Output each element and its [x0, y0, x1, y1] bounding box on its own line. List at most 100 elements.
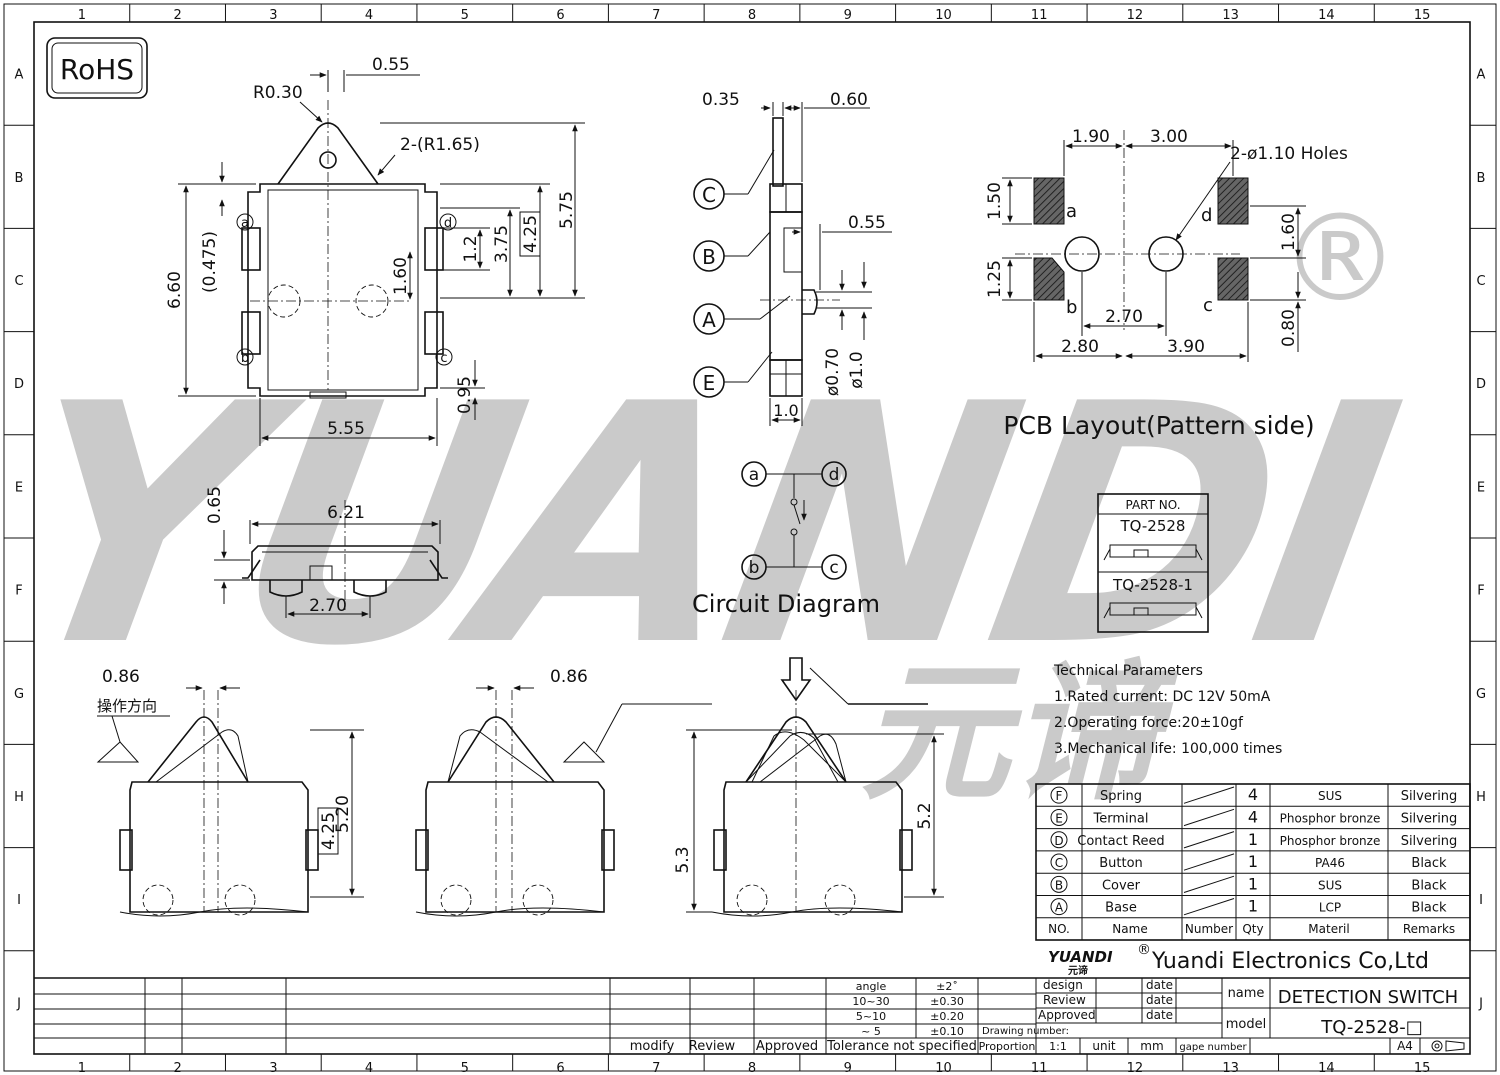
grid-row-D-left: D: [14, 377, 24, 392]
grid-row-G-left: G: [14, 687, 24, 702]
grid-col-8-bottom: 8: [748, 1061, 756, 1075]
front-dim-270: 2.70: [309, 596, 347, 616]
callout-E: E: [703, 371, 716, 395]
grid-col-14-top: 14: [1318, 8, 1335, 23]
rohs-label: RoHS: [60, 53, 134, 86]
pcb-dim-280: 2.80: [1061, 337, 1099, 357]
bom-no-circle: [1050, 853, 1068, 871]
side-dim-070: ø0.70: [823, 348, 843, 396]
part-number-table: PART NO. TQ-2528 TQ-2528-1: [1097, 493, 1209, 633]
tb-date-1: date: [1146, 978, 1173, 992]
grid-col-11-bottom: 11: [1031, 1061, 1048, 1075]
part-no-header: PART NO.: [1125, 498, 1180, 512]
tolerance-value: ±0.10: [930, 1025, 964, 1038]
bom-material: LCP: [1319, 901, 1341, 915]
tolerance-range: 5~10: [856, 1010, 886, 1023]
tolerance-range: 10~30: [852, 995, 889, 1008]
callout-B: B: [702, 245, 716, 269]
grid-row-I-right: I: [1479, 893, 1483, 908]
bom-qty: 1: [1248, 874, 1258, 893]
pcb-dim-390: 3.90: [1167, 337, 1205, 357]
top-pin-b: b: [241, 351, 249, 366]
op-left-dim-425: 4.25: [319, 812, 339, 850]
rev-review: Review: [689, 1039, 736, 1054]
tb-name-label: name: [1228, 986, 1265, 1001]
grid-row-B-left: B: [15, 171, 24, 186]
pcb-dim-holes: 2-ø1.10 Holes: [1230, 144, 1348, 164]
side-dim-055: 0.55: [848, 213, 886, 233]
bom-header-qty: Qty: [1242, 922, 1263, 936]
tb-approved: Approved: [1038, 1008, 1096, 1022]
grid-col-5-top: 5: [461, 8, 469, 23]
grid-row-F-left: F: [15, 584, 22, 599]
pcb-label-c: c: [1203, 295, 1213, 316]
pcb-dim-160: 1.60: [1279, 213, 1299, 251]
tolerance-range: angle: [856, 980, 887, 993]
grid-row-I-left: I: [17, 893, 21, 908]
op-direction-label: 操作方向: [97, 697, 157, 715]
top-dim-095: 0.95: [455, 376, 475, 414]
front-dim-621: 6.21: [327, 503, 365, 523]
circuit-node-c: c: [829, 558, 838, 578]
operation-view-middle: 0.86: [415, 667, 712, 917]
grid-col-12-bottom: 12: [1127, 1061, 1144, 1075]
circuit-caption: Circuit Diagram: [692, 590, 880, 618]
bom-no: F: [1056, 789, 1063, 803]
pcb-dim-125: 1.25: [985, 260, 1005, 298]
company-reg: ®: [1137, 942, 1151, 958]
bom-no-circle: [1050, 898, 1068, 916]
tb-review: Review: [1043, 993, 1086, 1007]
top-pin-a: a: [241, 216, 249, 231]
bom-no-circle: [1050, 786, 1068, 804]
tech-title: Technical Parameters: [1053, 663, 1203, 679]
pcb-dim-080: 0.80: [1279, 309, 1299, 347]
tolerance-value: ±0.20: [930, 1010, 964, 1023]
company-header: YUANDI 元谛 ® Yuandi Electronics Co,Ltd: [1048, 942, 1429, 977]
grid-row-C-right: C: [1476, 274, 1485, 289]
top-dim-425: 4.25: [521, 215, 541, 253]
tb-unit-value: mm: [1140, 1039, 1163, 1053]
top-dim-555: 5.55: [327, 419, 365, 439]
bom-material: Phosphor bronze: [1280, 834, 1381, 848]
bom-material: SUS: [1318, 789, 1342, 803]
company-logo-cn: 元谛: [1068, 964, 1088, 977]
top-dim-055: 0.55: [372, 55, 410, 75]
top-view: a b c d 0.55 R0.30 2-(R1.65) 5.75 4.25 3…: [165, 55, 585, 446]
rev-modify: modify: [630, 1039, 675, 1054]
top-dim-r165: 2-(R1.65): [400, 135, 480, 155]
bom-no: B: [1055, 878, 1063, 892]
bom-no: A: [1055, 901, 1064, 915]
projection-symbol-icon: [1431, 1040, 1465, 1052]
grid-row-G-right: G: [1476, 687, 1486, 702]
bom-name: Button: [1099, 856, 1143, 871]
top-dim-375: 3.75: [492, 225, 512, 263]
bom-name: Cover: [1102, 878, 1141, 893]
tech-line-2: 2.Operating force:20±10gf: [1054, 715, 1244, 731]
grid-row-A-left: A: [15, 68, 24, 83]
grid-col-6-top: 6: [556, 8, 564, 23]
tolerance-value: ±0.30: [930, 995, 964, 1008]
tech-line-1: 1.Rated current: DC 12V 50mA: [1054, 689, 1271, 705]
tb-design: design: [1043, 978, 1083, 992]
watermark-brand: YUANDI: [0, 334, 1417, 718]
tech-line-3: 3.Mechanical life: 100,000 times: [1054, 741, 1282, 757]
top-pin-c: c: [440, 351, 447, 366]
grid-col-4-top: 4: [365, 8, 373, 23]
grid-row-J-left: J: [16, 996, 21, 1011]
top-dim-12: 1.2: [461, 235, 481, 262]
rohs-badge: RoHS: [46, 37, 148, 99]
pcb-pad-a: [1033, 177, 1065, 225]
top-dim-0475: (0.475): [200, 231, 220, 293]
pcb-label-d: d: [1201, 205, 1212, 226]
grid-col-13-top: 13: [1222, 8, 1239, 23]
side-dim-060: 0.60: [830, 90, 868, 110]
bom-remarks: Black: [1411, 901, 1447, 916]
grid-col-4-bottom: 4: [365, 1061, 373, 1075]
top-dim-r030: R0.30: [253, 83, 303, 103]
bom-no: D: [1054, 834, 1063, 848]
tb-date-3: date: [1146, 1008, 1173, 1022]
pcb-dim-190: 1.90: [1072, 127, 1110, 147]
tb-model-value: TQ-2528-□: [1320, 1017, 1422, 1038]
pcb-caption: PCB Layout(Pattern side): [1003, 411, 1314, 440]
